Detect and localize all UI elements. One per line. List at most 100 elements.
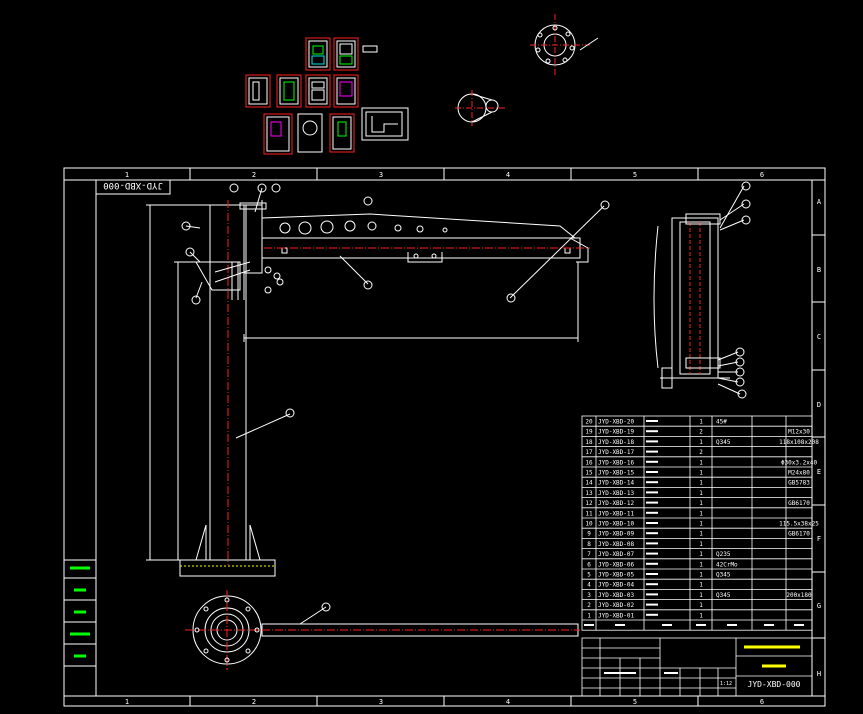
table-cell: 3 bbox=[587, 592, 591, 599]
table-cell: 1 bbox=[699, 592, 703, 599]
table-cell: JYD-XBD-03 bbox=[598, 592, 635, 599]
table-cell: 1 bbox=[699, 490, 703, 497]
thumbnail-sheet[interactable] bbox=[305, 74, 331, 108]
row-letter: C bbox=[817, 333, 821, 341]
drawing-scale: 1:12 bbox=[720, 681, 732, 687]
table-cell: 17 bbox=[585, 449, 593, 456]
table-cell: 1 bbox=[699, 531, 703, 538]
table-cell: JYD-XBD-13 bbox=[598, 490, 635, 497]
column-number: 2 bbox=[252, 171, 256, 179]
table-cell: 1 bbox=[699, 541, 703, 548]
thumbnail-sheet[interactable] bbox=[361, 107, 409, 141]
parts-list-table[interactable] bbox=[581, 415, 813, 631]
table-cell: 45# bbox=[716, 419, 727, 426]
table-cell: GB6170 bbox=[788, 531, 810, 538]
table-cell: 2 bbox=[699, 449, 703, 456]
table-cell: 6 bbox=[587, 561, 591, 568]
table-cell: 1 bbox=[699, 419, 703, 426]
drawing-code-rotated: JYD-XBD-000 bbox=[103, 180, 163, 190]
table-cell: Φ30x3.2x40 bbox=[781, 459, 818, 466]
thumbnail-sheet[interactable] bbox=[362, 45, 378, 53]
table-cell: JYD-XBD-04 bbox=[598, 582, 635, 589]
column-number: 1 bbox=[125, 171, 129, 179]
table-cell: 10 bbox=[585, 521, 593, 528]
row-letter: B bbox=[817, 266, 821, 274]
table-cell: JYD-XBD-05 bbox=[598, 572, 635, 579]
table-cell: 12 bbox=[585, 500, 593, 507]
row-letter: D bbox=[817, 401, 821, 409]
table-cell: 118x108x208 bbox=[779, 439, 819, 446]
row-letter: G bbox=[817, 602, 821, 610]
thumbnail-sheet[interactable] bbox=[297, 113, 323, 153]
table-cell: 4 bbox=[587, 582, 591, 589]
thumbnail-sheet[interactable] bbox=[329, 113, 355, 153]
title-block bbox=[581, 637, 813, 697]
table-cell: 16 bbox=[585, 459, 593, 466]
thumbnail-sheet[interactable] bbox=[263, 113, 293, 155]
table-cell: JYD-XBD-01 bbox=[598, 612, 635, 619]
thumbnail-sheet[interactable] bbox=[276, 74, 302, 108]
thumbnail-sheet[interactable] bbox=[333, 74, 359, 108]
table-cell: 5 bbox=[587, 572, 591, 579]
signature-strip bbox=[63, 559, 97, 697]
table-cell: 1 bbox=[699, 551, 703, 558]
table-cell: M12x30 bbox=[788, 429, 810, 436]
table-cell: JYD-XBD-12 bbox=[598, 500, 635, 507]
row-letter: A bbox=[817, 198, 822, 206]
column-numbers-bottom: 1 2 3 4 5 6 bbox=[125, 698, 764, 706]
table-cell: 7 bbox=[587, 551, 591, 558]
table-cell: JYD-XBD-10 bbox=[598, 521, 635, 528]
table-cell: 1 bbox=[699, 480, 703, 487]
table-cell: 1 bbox=[699, 470, 703, 477]
thumbnail-sheet[interactable] bbox=[305, 37, 331, 71]
table-cell: 1 bbox=[699, 459, 703, 466]
column-number: 5 bbox=[633, 171, 637, 179]
table-cell: Q345 bbox=[716, 439, 731, 446]
column-number: 2 bbox=[252, 698, 256, 706]
table-cell: 20 bbox=[585, 419, 593, 426]
table-cell: JYD-XBD-17 bbox=[598, 449, 635, 456]
table-cell: 115.5x38x25 bbox=[779, 521, 819, 528]
thumbnail-sheet[interactable] bbox=[333, 37, 359, 71]
thumbnail-sheets[interactable] bbox=[245, 37, 409, 155]
table-cell: 13 bbox=[585, 490, 593, 497]
table-cell: 1 bbox=[699, 439, 703, 446]
table-cell: JYD-XBD-18 bbox=[598, 439, 635, 446]
plan-view[interactable] bbox=[185, 590, 580, 670]
column-number: 6 bbox=[760, 698, 764, 706]
table-cell: 19 bbox=[585, 429, 593, 436]
table-cell: 18 bbox=[585, 439, 593, 446]
row-letters: A B C D E F G H bbox=[817, 198, 822, 678]
thumbnail-sheet[interactable] bbox=[245, 74, 271, 108]
table-cell: 2 bbox=[699, 429, 703, 436]
table-cell: JYD-XBD-08 bbox=[598, 541, 635, 548]
drawing-code-box: JYD-XBD-000 bbox=[95, 179, 171, 195]
table-cell: JYD-XBD-11 bbox=[598, 510, 635, 517]
table-cell: 1 bbox=[699, 602, 703, 609]
row-letter: E bbox=[817, 468, 821, 476]
table-cell: 1 bbox=[587, 612, 591, 619]
column-numbers-top: 1 2 3 4 5 6 bbox=[125, 171, 764, 179]
jib-crane-elevation[interactable] bbox=[146, 187, 605, 577]
table-cell: JYD-XBD-06 bbox=[598, 561, 635, 568]
table-cell: Q345 bbox=[716, 592, 731, 599]
table-cell: 2 bbox=[587, 602, 591, 609]
table-cell: JYD-XBD-19 bbox=[598, 429, 635, 436]
table-cell: JYD-XBD-15 bbox=[598, 470, 635, 477]
table-cell: 8 bbox=[587, 541, 591, 548]
row-letter: H bbox=[817, 670, 821, 678]
flange-part-view[interactable] bbox=[530, 14, 599, 76]
column-number: 5 bbox=[633, 698, 637, 706]
column-number: 1 bbox=[125, 698, 129, 706]
table-cell: JYD-XBD-09 bbox=[598, 531, 635, 538]
table-cell: JYD-XBD-14 bbox=[598, 480, 635, 487]
lever-part-view[interactable] bbox=[455, 90, 505, 126]
table-cell: Q235 bbox=[716, 551, 731, 558]
section-detail-view[interactable] bbox=[653, 181, 751, 399]
table-cell: 11 bbox=[585, 510, 593, 517]
table-cell: JYD-XBD-07 bbox=[598, 551, 635, 558]
row-letter: F bbox=[817, 535, 821, 543]
table-cell: 1 bbox=[699, 582, 703, 589]
